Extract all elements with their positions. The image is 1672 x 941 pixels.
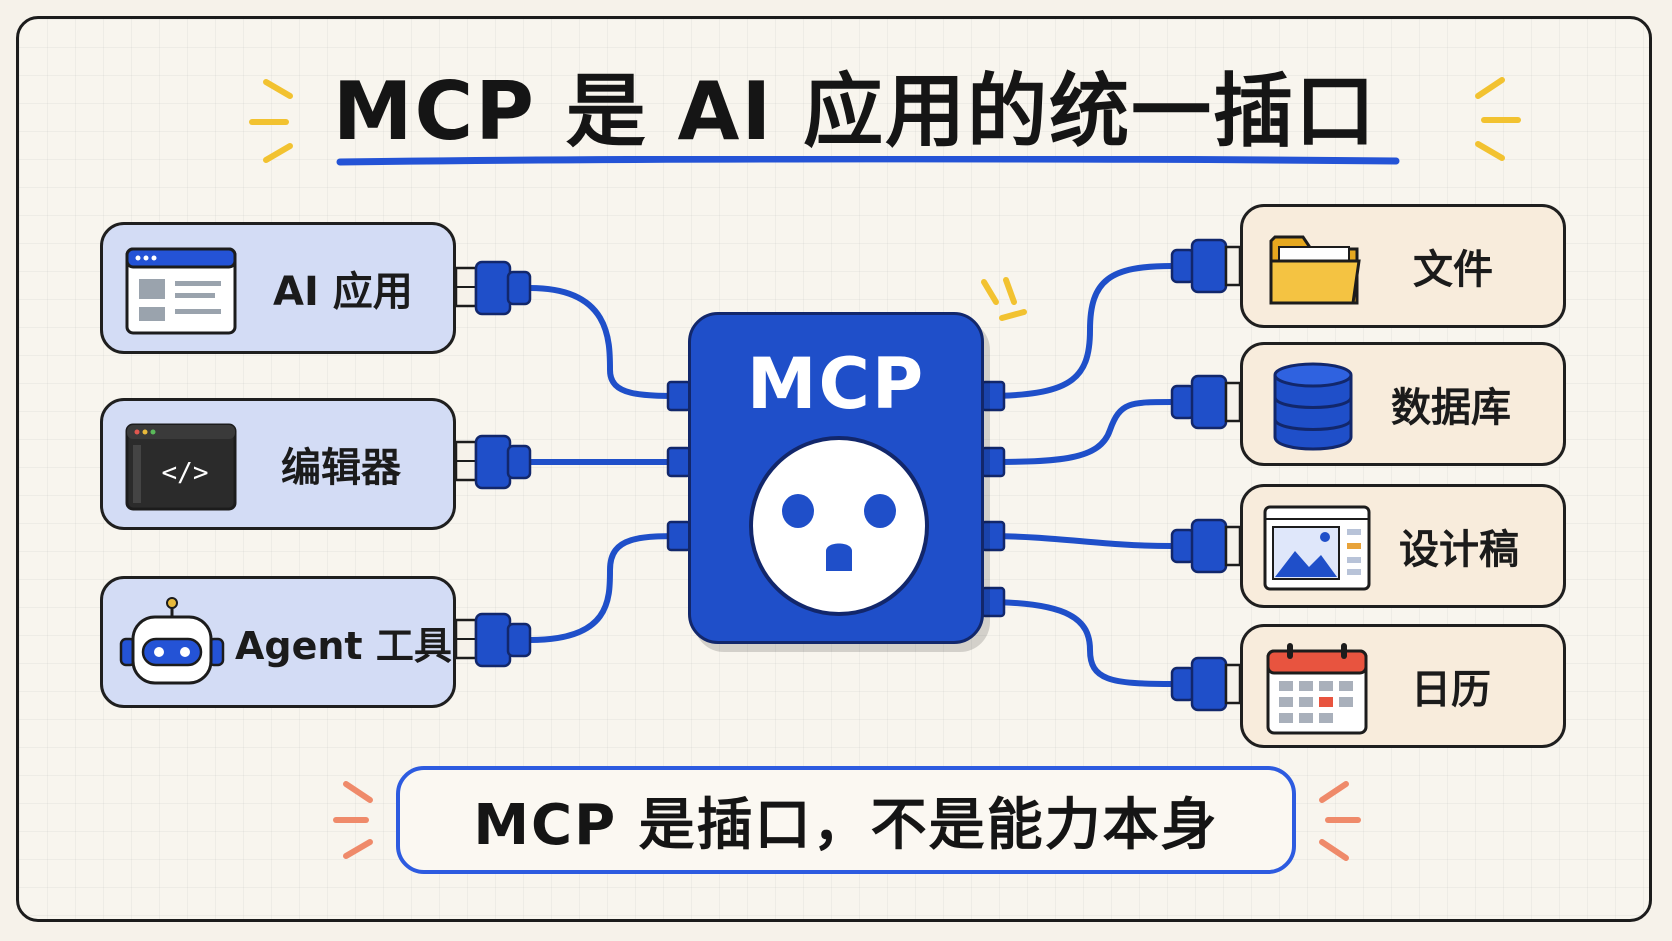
- page-title: MCP 是 AI 应用的统一插口: [332, 65, 1378, 158]
- plug-design: [1170, 518, 1242, 574]
- resource-label-calendar: 日历: [1411, 667, 1491, 713]
- client-box-agent-tool: Agent 工具: [100, 576, 456, 708]
- plug-ai-app: [454, 260, 532, 316]
- footer-banner: MCP 是插口，不是能力本身: [396, 766, 1296, 874]
- footer-sparkles: [333, 781, 1361, 861]
- client-label-editor: 编辑器: [281, 445, 401, 491]
- plug-files: [1170, 238, 1242, 294]
- resource-label-design: 设计稿: [1399, 527, 1519, 573]
- resource-label-files: 文件: [1413, 247, 1493, 293]
- cable-agent-tool: [527, 533, 691, 643]
- svg-text:</>: </>: [162, 458, 209, 488]
- resource-box-files: 文件: [1240, 204, 1566, 328]
- cable-design: [981, 533, 1175, 549]
- client-box-ai-app: AI 应用: [100, 222, 456, 354]
- plug-calendar: [1170, 656, 1242, 712]
- app-window-icon: [125, 247, 237, 335]
- plug-agent-tool: [454, 612, 532, 668]
- database-icon: [1273, 362, 1353, 451]
- resource-label-database: 数据库: [1391, 385, 1511, 431]
- title-underline: [336, 156, 1400, 166]
- cable-ai-app: [527, 285, 691, 399]
- plug-database: [1170, 374, 1242, 430]
- resource-box-database: 数据库: [1240, 342, 1566, 466]
- client-label-agent-tool: Agent 工具: [235, 623, 452, 668]
- mcp-hub: MCP: [688, 312, 984, 644]
- title-sparkles: [249, 77, 1521, 321]
- cable-database: [981, 399, 1175, 465]
- hub-label: MCP: [746, 343, 926, 425]
- resource-box-calendar: 日历: [1240, 624, 1566, 748]
- hub-ports: [666, 380, 1006, 618]
- resource-box-design: 设计稿: [1240, 484, 1566, 608]
- plug-editor: [454, 434, 532, 490]
- client-label-ai-app: AI 应用: [273, 269, 413, 315]
- cable-calendar: [981, 599, 1175, 687]
- robot-icon: [119, 597, 225, 685]
- image-design-icon: [1263, 505, 1371, 591]
- calendar-icon: [1266, 643, 1368, 735]
- cable-files: [981, 263, 1175, 399]
- client-box-editor: </> 编辑器: [100, 398, 456, 530]
- folder-icon: [1269, 235, 1361, 305]
- power-socket-icon: [749, 436, 929, 616]
- footer-text: MCP 是插口，不是能力本身: [473, 792, 1219, 858]
- code-editor-icon: </>: [125, 423, 237, 511]
